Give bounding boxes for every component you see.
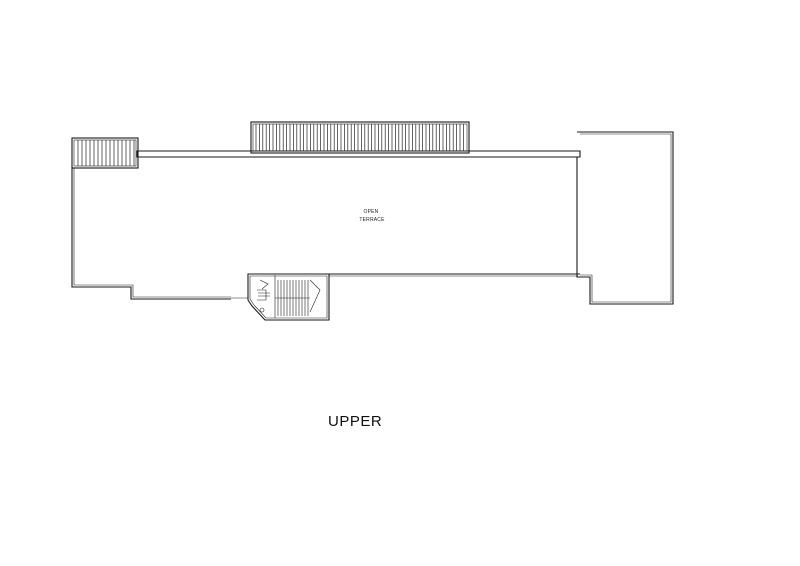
stair-core [231, 273, 330, 321]
west-planter [71, 137, 139, 169]
terrace-outer-wall [71, 166, 231, 300]
room-label-line-2: TERRACE [359, 217, 385, 223]
terrace-outer-wall-inner [73, 168, 231, 298]
north-planter [250, 121, 470, 154]
floor-title: UPPER [328, 413, 383, 430]
terrace-east-block-inner [580, 133, 672, 303]
terrace-north-wall [136, 150, 581, 158]
room-label-line-1: OPEN [364, 209, 379, 215]
terrace-east-block [576, 131, 674, 305]
